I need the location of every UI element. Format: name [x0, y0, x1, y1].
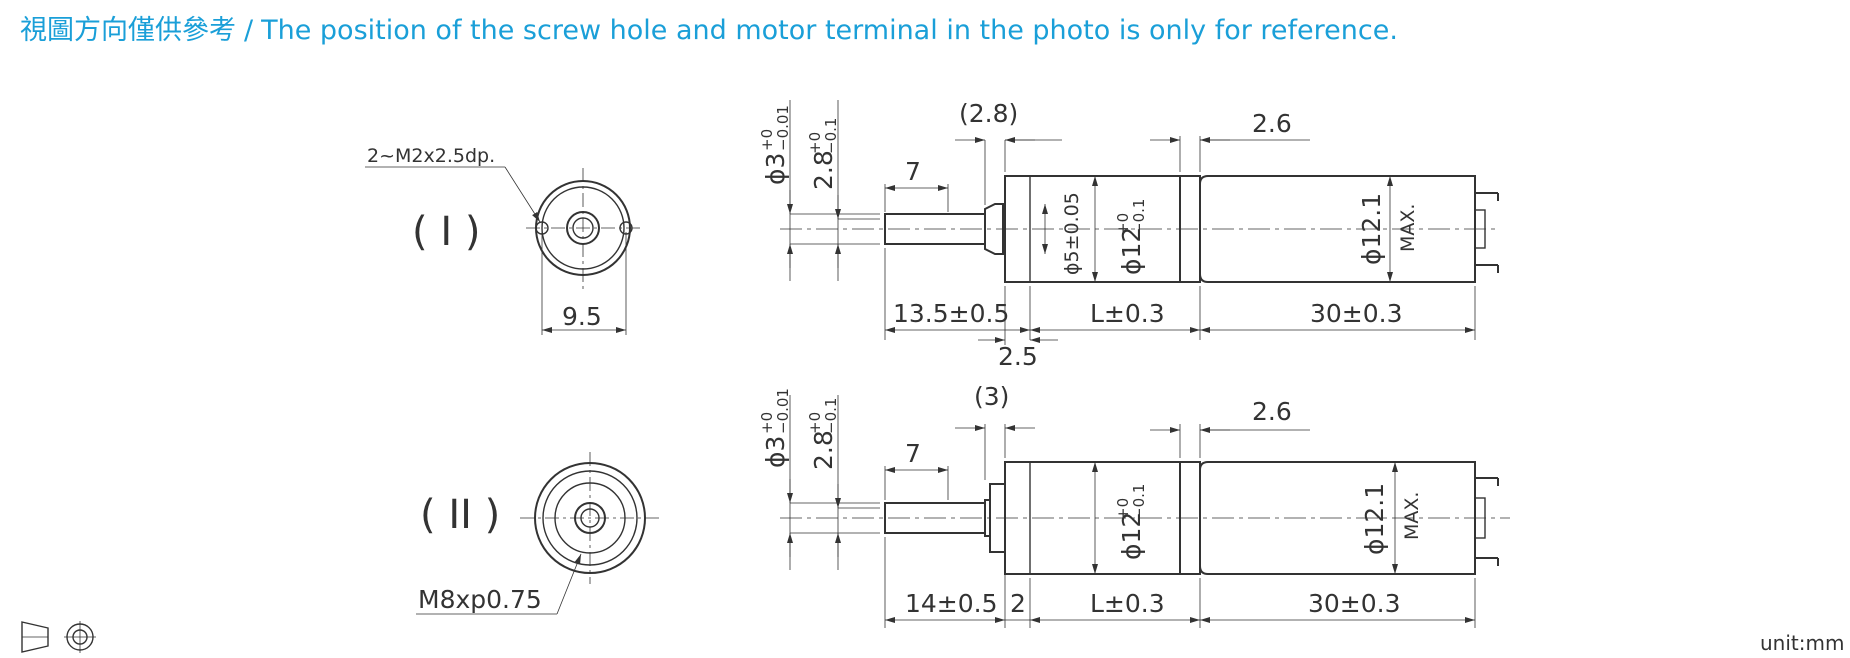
v2-gap-dim: 2.6 — [1252, 397, 1292, 426]
v1-gearbox-dia-dim: ϕ12 +0 −0.1 — [1114, 199, 1148, 275]
svg-text:2.8: 2.8 — [809, 150, 838, 190]
svg-text:ϕ3: ϕ3 — [761, 436, 790, 468]
unit-label: unit:mm — [1760, 631, 1844, 655]
v2-gearbox-length-dim: L±0.3 — [1090, 589, 1165, 618]
v2-motor-length-dim: 30±0.3 — [1308, 589, 1401, 618]
svg-text:ϕ12: ϕ12 — [1117, 227, 1146, 275]
svg-text:+0: +0 — [758, 129, 776, 151]
v1-motor-dia-dim: ϕ12.1 — [1357, 193, 1386, 265]
v1-boss-dia-dim: ϕ5±0.05 — [1061, 192, 1083, 275]
v2-shaft-dia-dim: ϕ3 +0 −0.01 — [758, 388, 792, 468]
svg-text:−0.01: −0.01 — [774, 388, 792, 434]
title-english: The position of the screw hole and motor… — [261, 15, 1398, 46]
variant-1-side-view — [780, 100, 1500, 345]
v2-gearbox-dia-dim: ϕ12 +0 −0.1 — [1114, 484, 1148, 560]
title-separator: / — [244, 15, 254, 46]
svg-text:MAX.: MAX. — [1401, 492, 1423, 540]
title-chinese: 視圖方向僅供參考 — [20, 15, 236, 46]
v2-motor-dia-note: MAX. — [1401, 492, 1423, 540]
svg-text:ϕ12.1: ϕ12.1 — [1360, 483, 1389, 555]
variant-2-side-view — [780, 395, 1510, 628]
svg-text:−0.1: −0.1 — [822, 118, 840, 154]
svg-text:+0: +0 — [806, 132, 824, 154]
v1-shaft-length-dim: 13.5±0.5 — [893, 299, 1009, 328]
v1-step-dim: 2.5 — [998, 342, 1038, 371]
v1-gap-dim: 2.6 — [1252, 109, 1292, 138]
v1-flat-dim: 2.8 +0 −0.1 — [806, 118, 840, 190]
svg-text:2.8: 2.8 — [809, 430, 838, 470]
variant-1-end-view — [365, 166, 644, 335]
page-title: 視圖方向僅供參考 /The position of the screw hole … — [20, 8, 1398, 47]
svg-text:−0.01: −0.01 — [774, 105, 792, 151]
v2-motor-dia-dim: ϕ12.1 — [1360, 483, 1389, 555]
v1-shaft-flat-dim: 7 — [905, 157, 921, 186]
v1-gearbox-length-dim: L±0.3 — [1090, 299, 1165, 328]
svg-text:−0.1: −0.1 — [822, 398, 840, 434]
svg-text:+0: +0 — [806, 412, 824, 434]
v2-shaft-length-dim: 14±0.5 — [905, 589, 998, 618]
first-angle-projection-icon — [21, 621, 96, 653]
svg-text:+0: +0 — [1114, 213, 1132, 235]
v2-flange-dim: 2 — [1010, 589, 1026, 618]
v1-shaft-dia-dim: ϕ3 +0 −0.01 — [758, 105, 792, 185]
svg-text:MAX.: MAX. — [1397, 204, 1419, 252]
v2-boss-length-dim: (3) — [974, 382, 1009, 411]
svg-text:ϕ5±0.05: ϕ5±0.05 — [1061, 192, 1083, 275]
v1-motor-length-dim: 30±0.3 — [1310, 299, 1403, 328]
v2-flat-dim: 2.8 +0 −0.1 — [806, 398, 840, 470]
v1-motor-dia-note: MAX. — [1397, 204, 1419, 252]
svg-text:ϕ12: ϕ12 — [1117, 512, 1146, 560]
hole-callout: 2~M2x2.5dp. — [367, 145, 495, 167]
svg-text:ϕ3: ϕ3 — [761, 153, 790, 185]
variant-2-label: ( II ) — [420, 492, 500, 538]
svg-text:ϕ12.1: ϕ12.1 — [1357, 193, 1386, 265]
hole-spacing-dim: 9.5 — [562, 302, 602, 331]
thread-callout: M8xp0.75 — [418, 585, 542, 614]
v1-boss-length-dim: (2.8) — [959, 99, 1018, 128]
svg-text:+0: +0 — [1114, 498, 1132, 520]
svg-text:+0: +0 — [758, 412, 776, 434]
v2-shaft-flat-dim: 7 — [905, 439, 921, 468]
svg-text:−0.1: −0.1 — [1130, 199, 1148, 235]
variant-2-end-view — [416, 452, 660, 615]
svg-text:−0.1: −0.1 — [1130, 484, 1148, 520]
variant-1-label: ( I ) — [412, 209, 480, 255]
